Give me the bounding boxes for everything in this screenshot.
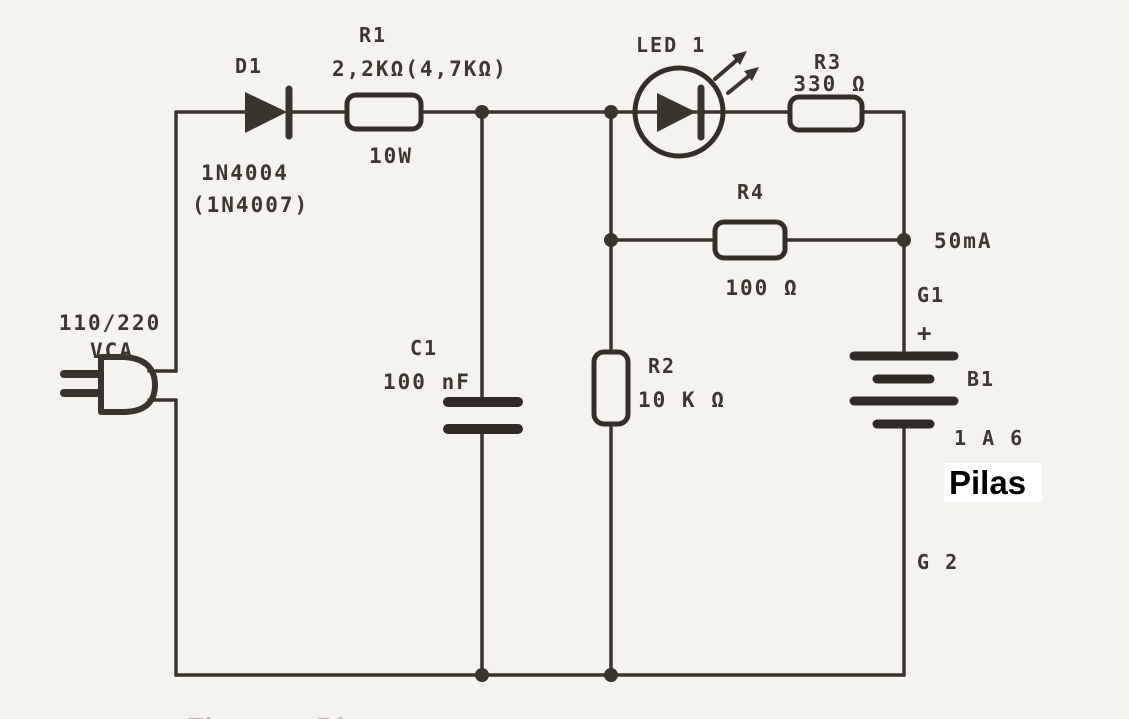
current-label: 50mA — [934, 229, 993, 253]
caption-fragment-right: Di — [317, 712, 344, 719]
r2-ref-label: R2 — [648, 354, 676, 378]
label-layer: 110/220 VCA D1 1N4004 (1N4007) R1 2,2KΩ(… — [59, 23, 1042, 719]
led-arrow-head — [732, 51, 747, 65]
battery-cells-label: 1 A 6 — [954, 426, 1024, 450]
r4-value-label: 100 Ω — [725, 276, 798, 300]
r3-ref-label: R3 — [814, 50, 842, 74]
supply-voltage-label: 110/220 — [59, 311, 162, 335]
r2-value-label: 10 K Ω — [638, 388, 726, 412]
junction-dots — [475, 105, 911, 682]
led-arrow-line — [726, 74, 751, 95]
led1-ref-label: LED 1 — [636, 33, 706, 57]
resistor-r4-body — [712, 219, 788, 261]
d1-part-label: 1N4004 — [201, 161, 289, 185]
battery-b1-symbol — [849, 351, 959, 429]
battery-note-background — [944, 463, 1042, 502]
terminal-g1-label: G1 — [917, 283, 945, 307]
d1-part-alt-label: (1N4007) — [192, 193, 309, 217]
junction-dot — [604, 668, 618, 682]
junction-dot — [475, 668, 489, 682]
led-anode-triangle — [657, 93, 696, 132]
led-arrow-head — [744, 67, 759, 81]
junction-dot — [897, 233, 911, 247]
r1-value-label: 2,2KΩ(4,7KΩ) — [332, 57, 508, 81]
ac-plug-symbol — [60, 354, 158, 415]
diode-anode-triangle — [245, 92, 287, 133]
c1-value-label: 100 nF — [383, 370, 471, 394]
caption-fragment-left: Figura — [188, 712, 266, 719]
plug-body — [98, 354, 158, 415]
battery-polarity-label: + — [917, 319, 933, 347]
capacitor-c1-symbol — [443, 397, 523, 434]
r3-value-label: 330 Ω — [793, 72, 866, 96]
r1-ref-label: R1 — [359, 23, 387, 47]
wire-r3-to-battery — [860, 110, 906, 358]
c1-ref-label: C1 — [410, 336, 438, 360]
led-light-arrows — [713, 51, 759, 95]
battery-note-label: Pilas — [949, 464, 1026, 501]
r4-ref-label: R4 — [737, 180, 765, 204]
battery-ref-label: B1 — [967, 367, 995, 391]
r1-power-label: 10W — [369, 144, 413, 168]
d1-ref-label: D1 — [235, 54, 263, 78]
led-arrow-line — [713, 58, 739, 81]
resistor-r1-body — [344, 92, 424, 132]
resistor-r3-body — [787, 94, 865, 133]
supply-unit-label: VCA — [90, 339, 134, 363]
terminal-g2-label: G 2 — [917, 550, 959, 574]
junction-dot — [604, 233, 618, 247]
led1-symbol — [632, 51, 759, 159]
junction-dot — [604, 105, 618, 119]
junction-dot — [475, 105, 489, 119]
led-circle — [632, 65, 726, 159]
diode-d1-symbol — [245, 85, 293, 140]
resistor-r2-body — [591, 349, 631, 427]
